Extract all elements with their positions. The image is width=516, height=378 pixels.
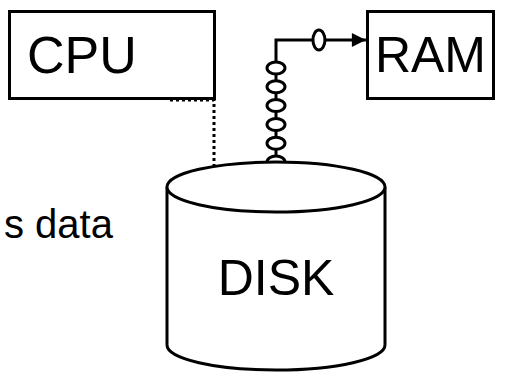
node-label: DISK — [218, 253, 335, 303]
cpu-box: CPU — [8, 10, 216, 100]
connector — [267, 30, 366, 168]
node-label: CPU — [27, 29, 137, 81]
ram-box: RAM — [366, 10, 495, 100]
node-label: RAM — [375, 30, 486, 80]
partial-note: s data — [4, 204, 113, 244]
disk-cylinder: DISK — [165, 160, 387, 372]
